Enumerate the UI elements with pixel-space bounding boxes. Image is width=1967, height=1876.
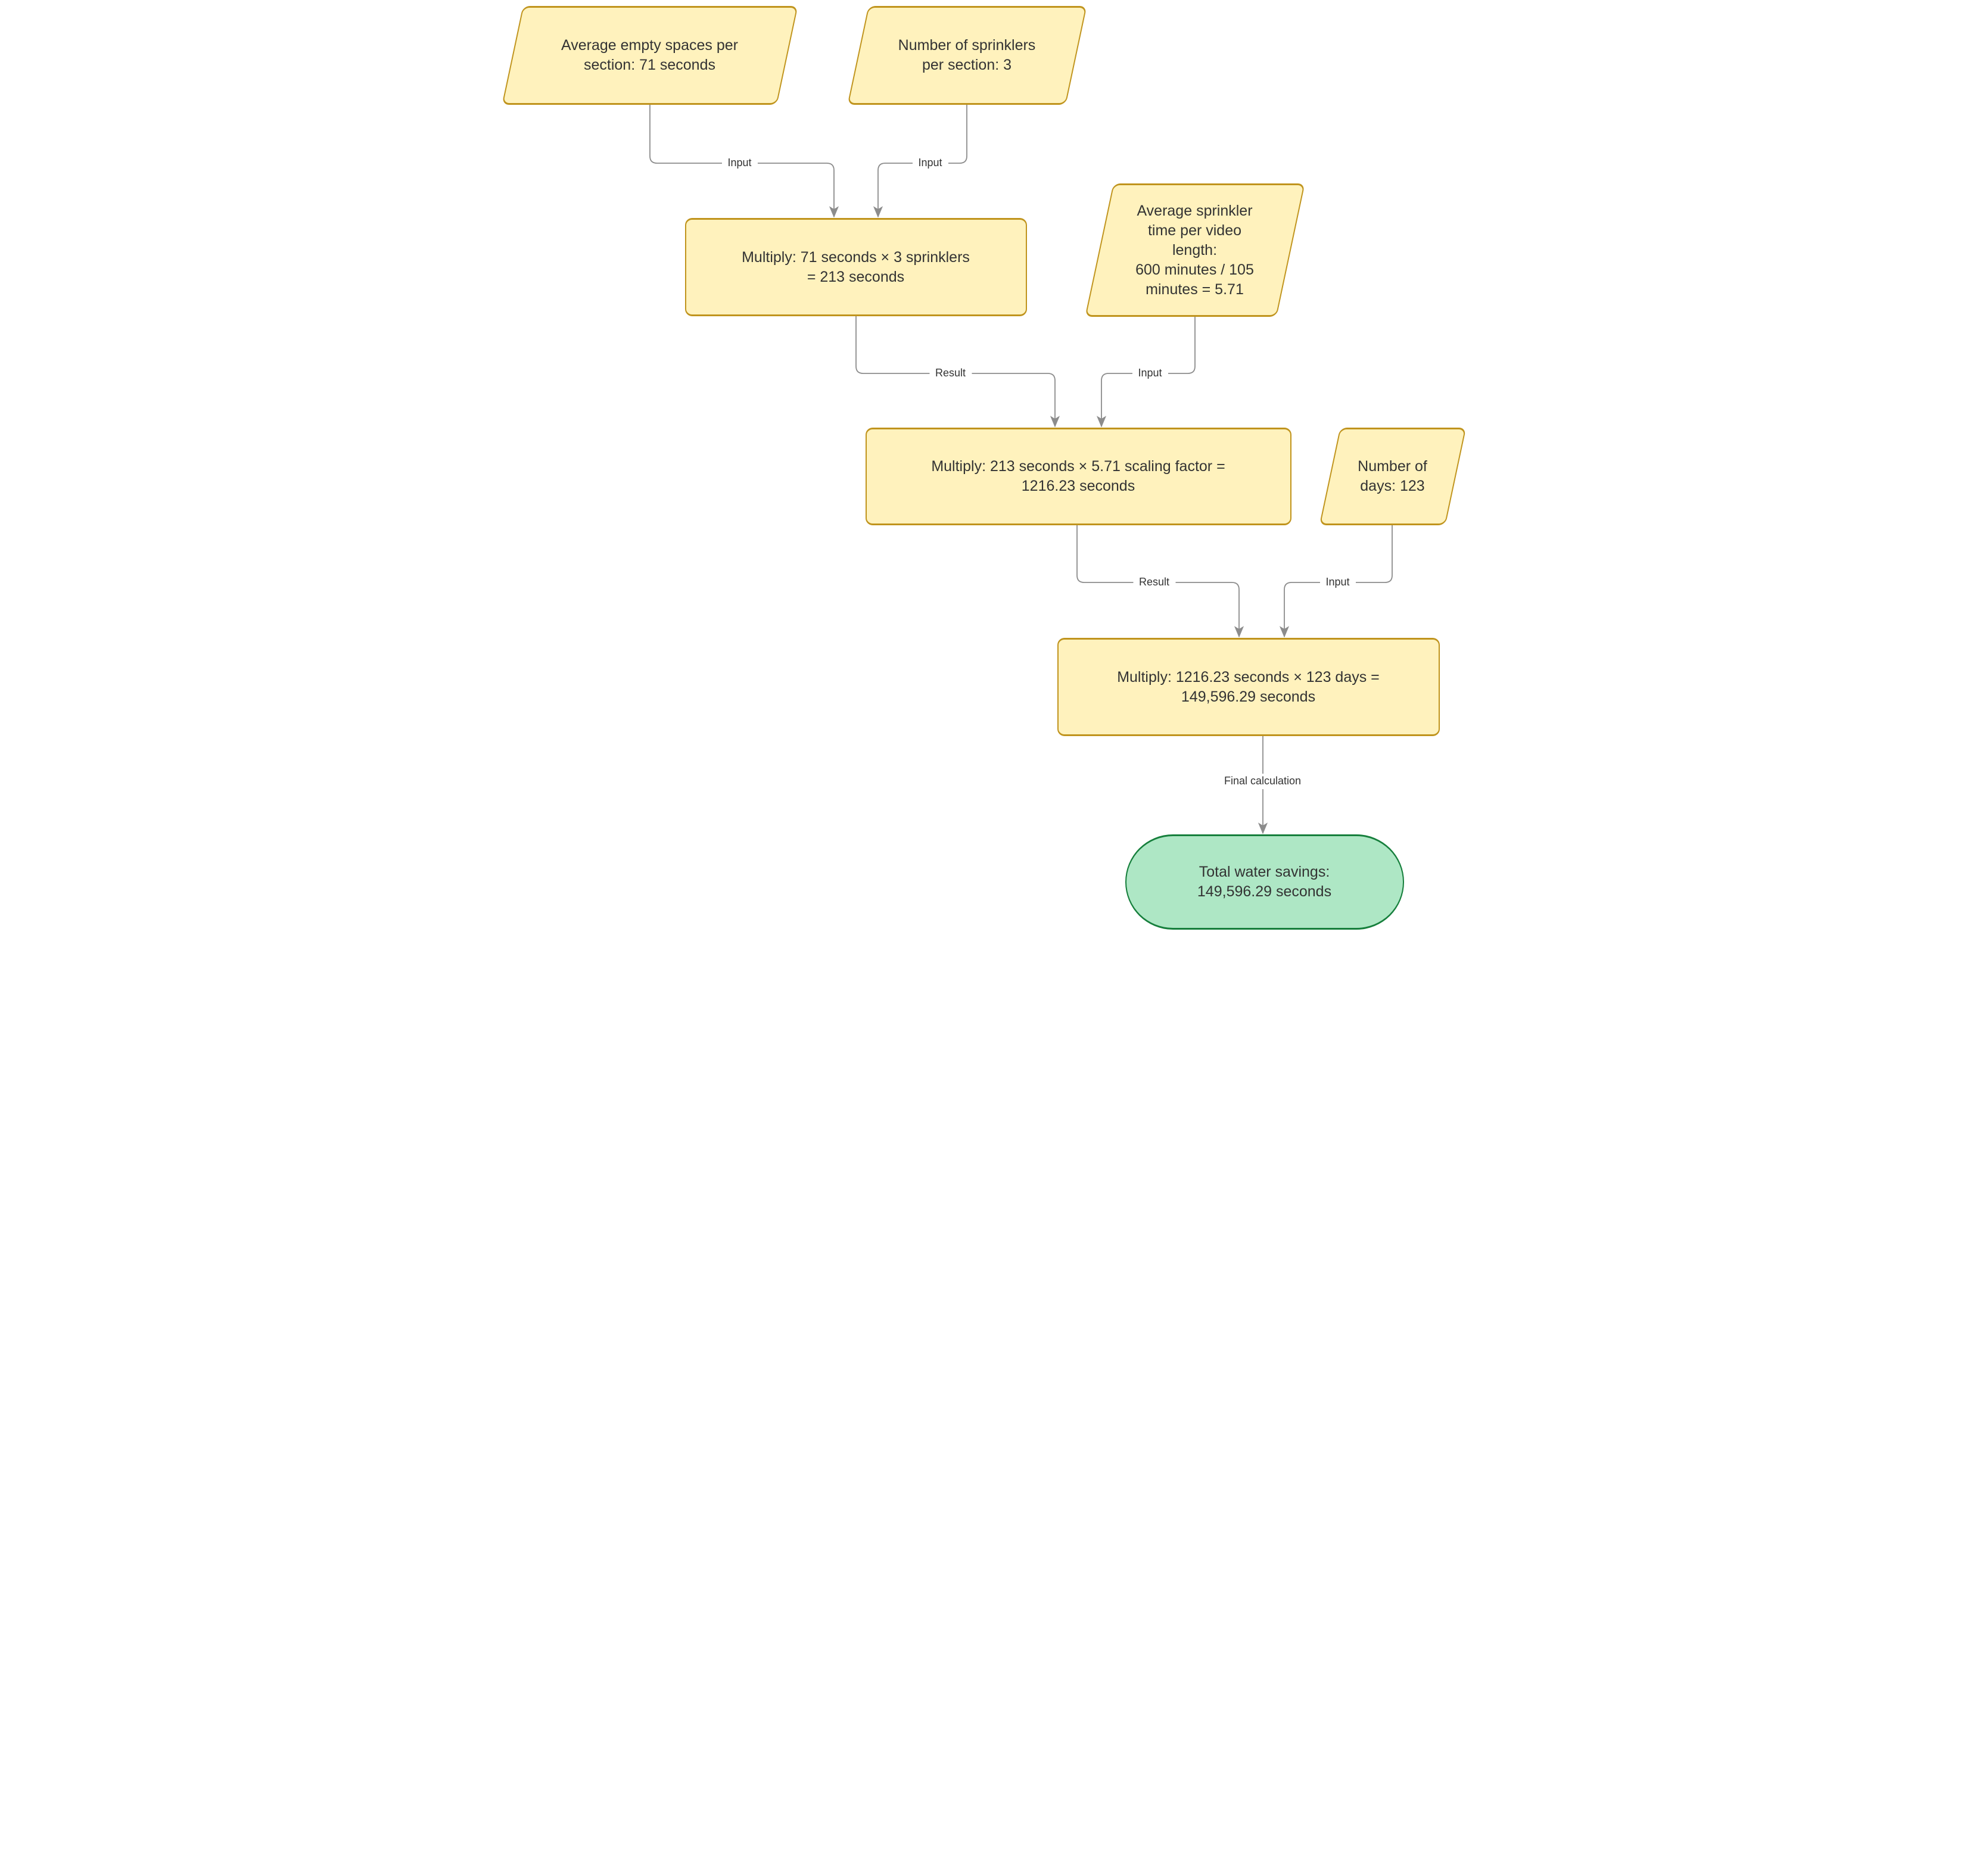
- edge-label-result-1: Result: [929, 366, 972, 381]
- rectangle-shape: [684, 218, 1027, 316]
- node-sprinklers-per-section-label: Number of sprinklers per section: 3: [898, 37, 1036, 73]
- edge-label-input-4: Input: [1319, 575, 1356, 590]
- node-number-of-days-label: Number of days: 123: [1358, 458, 1427, 494]
- edge-label-input-1: Input: [721, 155, 758, 171]
- node-total-water-savings: Total water savings: 149,596.29 seconds: [1125, 834, 1404, 930]
- node-avg-empty-spaces-label: Average empty spaces per section: 71 sec…: [561, 37, 738, 73]
- node-avg-sprinkler-time: Average sprinkler time per video length:…: [1084, 183, 1306, 317]
- edge-label-input-3: Input: [1132, 366, 1168, 381]
- edge-label-result-2: Result: [1132, 575, 1176, 590]
- edge-label-final-calculation: Final calculation: [1218, 774, 1308, 789]
- node-multiply-2: Multiply: 213 seconds × 5.71 scaling fac…: [865, 428, 1291, 525]
- rectangle-shape: [865, 428, 1291, 525]
- node-number-of-days: Number of days: 123: [1318, 428, 1467, 525]
- node-avg-empty-spaces: Average empty spaces per section: 71 sec…: [501, 6, 799, 105]
- node-multiply-2-label: Multiply: 213 seconds × 5.71 scaling fac…: [931, 458, 1225, 494]
- node-multiply-3-label: Multiply: 1216.23 seconds × 123 days = 1…: [1117, 668, 1380, 705]
- node-sprinklers-per-section: Number of sprinklers per section: 3: [846, 6, 1088, 105]
- node-multiply-3: Multiply: 1216.23 seconds × 123 days = 1…: [1057, 638, 1440, 736]
- flowchart-canvas: Input Input Result Input Result Input Fi…: [491, 0, 1476, 938]
- rectangle-shape: [1057, 638, 1440, 736]
- stadium-shape: [1125, 834, 1404, 930]
- node-total-water-savings-label: Total water savings: 149,596.29 seconds: [1197, 864, 1332, 900]
- node-avg-sprinkler-time-label: Average sprinkler time per video length:…: [1135, 202, 1254, 298]
- node-multiply-1: Multiply: 71 seconds × 3 sprinklers = 21…: [684, 218, 1027, 316]
- edge-label-input-2: Input: [912, 155, 948, 171]
- node-multiply-1-label: Multiply: 71 seconds × 3 sprinklers = 21…: [742, 248, 970, 285]
